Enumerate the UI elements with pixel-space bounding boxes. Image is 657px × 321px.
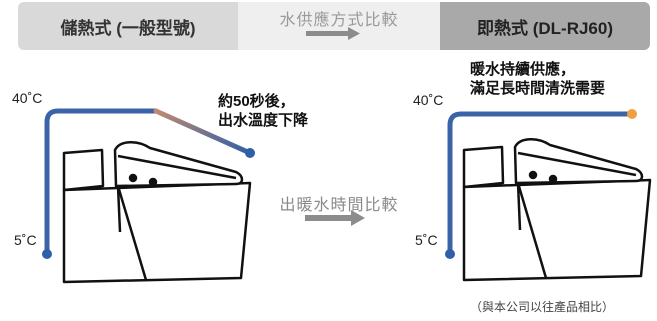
header-storage-type-label: 儲熱式 (一般型號) — [18, 2, 238, 50]
right-toilet-icon — [462, 138, 652, 282]
right-temp-low-label: 5˚C — [415, 232, 438, 248]
warm-water-time-comparison-label: 出暖水時間比較 — [279, 197, 399, 214]
header-instant-type-label: 即熱式 (DL-RJ60) — [440, 2, 650, 50]
right-start-point — [445, 249, 455, 259]
header-arrow-icon — [306, 27, 360, 40]
right-temp-high-label: 40˚C — [413, 92, 444, 108]
left-temp-low-label: 5˚C — [14, 232, 37, 248]
right-end-point — [627, 109, 637, 119]
left-annotation-line1: 約50秒後， — [218, 93, 295, 110]
middle-arrow-icon — [305, 210, 365, 226]
left-annotation-line2: 出水溫度下降 — [218, 112, 309, 129]
left-toilet-icon — [62, 141, 252, 284]
left-end-point — [245, 148, 255, 158]
left-start-point — [42, 249, 52, 259]
header-comparison-title: 水供應方式比較 — [279, 12, 399, 29]
header-middle-band — [238, 2, 440, 50]
left-temperature-line — [44, 108, 253, 257]
right-annotation-line2: 滿足長時間清洗需要 — [470, 80, 606, 97]
left-annotation: 約50秒後， 出水溫度下降 — [218, 92, 308, 130]
right-temperature-line — [447, 111, 635, 257]
right-annotation-line1: 暖水持續供應， — [470, 61, 576, 78]
left-temp-high-label: 40˚C — [12, 90, 43, 106]
footnote: （與本公司以往產品相比） — [470, 300, 615, 314]
right-annotation: 暖水持續供應， 滿足長時間清洗需要 — [470, 60, 605, 98]
